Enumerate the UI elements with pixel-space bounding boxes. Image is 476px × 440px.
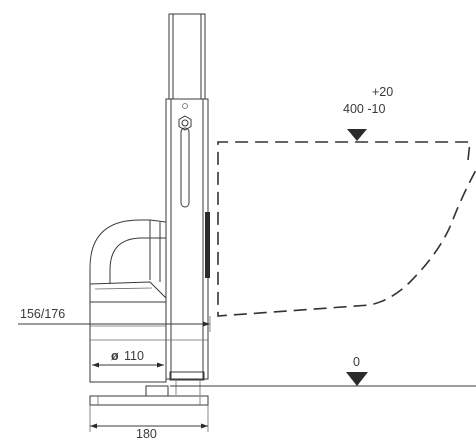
level-marker-0-icon: [346, 372, 368, 386]
dimension-156-176: [18, 316, 211, 332]
level-marker-400-icon: [347, 129, 367, 141]
toilet-outline: [217, 141, 476, 317]
diameter-value-label: 110: [124, 349, 144, 363]
diameter-symbol: ø: [111, 349, 119, 363]
mounting-pad: [205, 212, 210, 278]
elbow-pipe: [89, 219, 169, 397]
leg-foot: [169, 371, 205, 381]
top-ring-icon: [182, 103, 188, 109]
height-400-label: 400 -10: [343, 102, 385, 116]
width-156-176-label: 156/176: [20, 307, 65, 321]
tolerance-plus-label: +20: [372, 85, 393, 99]
base-plate: [89, 395, 209, 406]
dimension-180: [89, 405, 209, 432]
zero-level-label: 0: [353, 355, 360, 369]
adjustment-slot: [180, 127, 190, 208]
frame-body: [165, 98, 210, 395]
dimension-diameter: [92, 362, 164, 368]
upper-column: [168, 13, 206, 100]
base-width-180-label: 180: [136, 427, 157, 440]
bolt-icon: [178, 115, 192, 131]
